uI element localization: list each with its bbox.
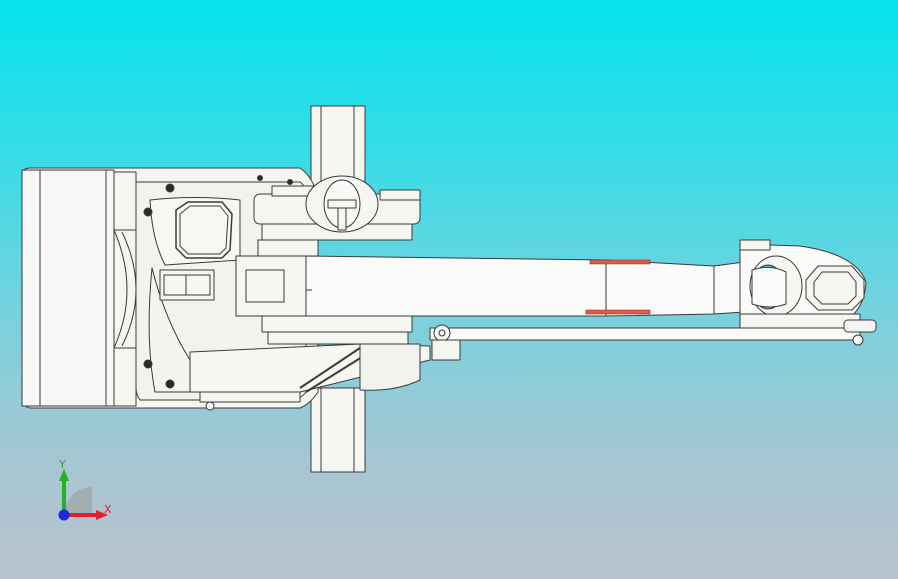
main-arm-link — [305, 255, 745, 317]
coordinate-triad-icon: Y X — [48, 455, 118, 525]
triad-graphic — [58, 469, 108, 521]
x-axis-label: X — [104, 503, 112, 516]
y-axis-label: Y — [59, 458, 66, 471]
vertical-shaft-bottom — [310, 387, 366, 473]
